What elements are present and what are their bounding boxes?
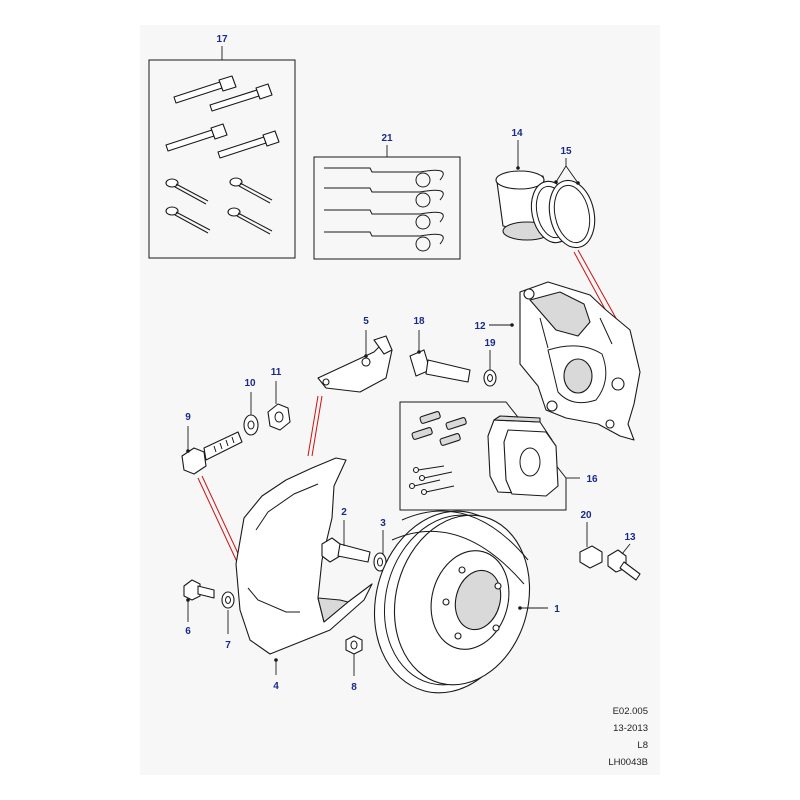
hub-bolt <box>321 520 371 563</box>
date-code: 13-2013 <box>613 723 648 734</box>
sensor-bracket <box>317 330 393 393</box>
split-pin <box>165 206 211 234</box>
callout-18: 18 <box>413 316 425 327</box>
callout-13: 13 <box>624 532 636 543</box>
callout-10: 10 <box>244 378 256 389</box>
callout-12: 12 <box>474 321 486 332</box>
callout-17: 17 <box>216 34 228 45</box>
guide-bolt <box>165 123 228 152</box>
lock-nut <box>345 635 363 676</box>
split-pin <box>229 177 273 204</box>
guide-bolt <box>209 83 273 112</box>
shield-washer <box>221 591 235 634</box>
assembly-line <box>307 395 323 457</box>
illustration-id: LH0043B <box>608 757 648 768</box>
brake-disc <box>373 510 548 694</box>
hub-washer <box>373 530 387 572</box>
dust-shield <box>235 457 373 675</box>
callout-14: 14 <box>511 128 523 139</box>
retaining-spring <box>324 231 444 252</box>
caliper-washer <box>483 350 497 387</box>
callout-3: 3 <box>380 518 386 529</box>
callout-8: 8 <box>351 682 357 693</box>
callout-21: 21 <box>381 133 393 144</box>
assembly-line <box>197 475 243 565</box>
callout-20: 20 <box>580 510 592 521</box>
brake-pad <box>503 429 559 497</box>
callout-9: 9 <box>185 412 191 423</box>
callout-6: 6 <box>185 626 191 637</box>
guide-bolt <box>173 75 237 104</box>
callout-2: 2 <box>341 507 347 518</box>
callout-16: 16 <box>586 474 598 485</box>
retaining-spring <box>324 209 444 230</box>
model-code: L8 <box>637 740 648 751</box>
callout-5: 5 <box>363 316 369 327</box>
shield-bolt <box>181 426 243 475</box>
shield-screw <box>183 579 215 622</box>
callout-4: 4 <box>273 681 279 692</box>
bleed-screw <box>607 543 641 581</box>
anti-rattle-spring <box>411 411 467 446</box>
caliper-bolt <box>409 330 471 383</box>
retaining-spring <box>324 167 444 188</box>
caliper-bush <box>579 522 603 569</box>
split-pin <box>227 207 273 235</box>
nut <box>267 381 291 431</box>
section-code: E02.005 <box>613 706 648 717</box>
split-pin <box>165 178 209 205</box>
callout-7: 7 <box>225 640 231 651</box>
kit-box-17 <box>148 46 296 259</box>
pad-pin <box>408 465 455 496</box>
callout-11: 11 <box>271 367 282 378</box>
callout-1: 1 <box>554 604 560 615</box>
kit-box-21 <box>313 145 461 260</box>
piston-seals <box>530 158 596 249</box>
callout-19: 19 <box>484 338 496 349</box>
callout-15: 15 <box>560 146 572 157</box>
washer <box>243 392 259 436</box>
brake-caliper <box>489 281 641 441</box>
retaining-spring <box>324 187 444 208</box>
pad-kit-box-16 <box>399 401 580 511</box>
guide-bolt <box>217 130 280 159</box>
